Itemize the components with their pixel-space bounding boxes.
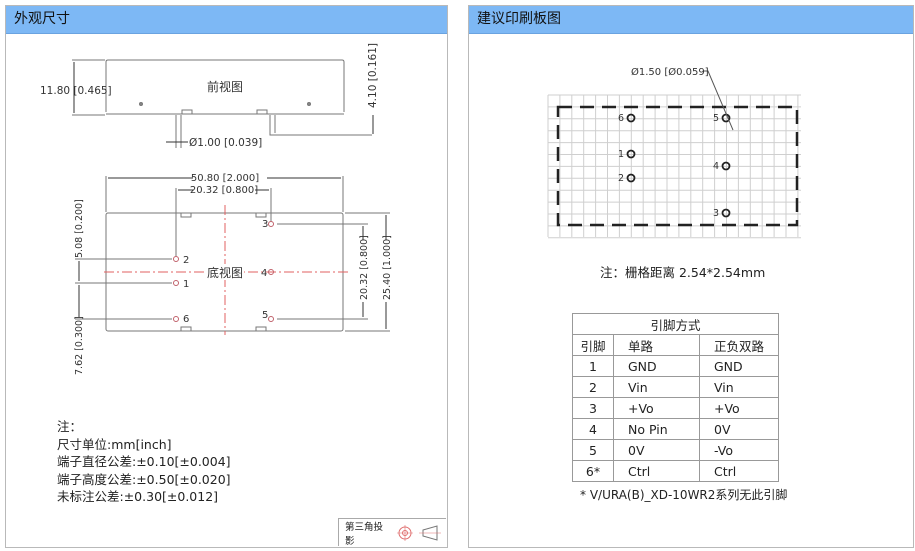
note-line: 未标注公差:±0.30[±0.012] — [57, 489, 219, 504]
pin-label: 5 — [262, 310, 268, 321]
pin-spacing-dimension: 20.32 [0.800] — [190, 185, 258, 196]
front-view: 11.80 [0.465] 前视图 4.10 [0.161] Ø1.00 [0.… — [40, 43, 379, 149]
note-line: 端子高度公差:±0.50[±0.020] — [57, 471, 231, 487]
header-cell: 正负双路 — [699, 334, 779, 356]
projection-box: 第三角投影 — [338, 518, 446, 547]
right-dimension-inner: 20.32 [0.800] — [359, 235, 370, 300]
table-cell: 3 — [572, 397, 614, 419]
outline-dashed — [556, 105, 799, 227]
pcb-pin-label: 6 — [618, 113, 624, 124]
pin-diameter-dimension: Ø1.00 [0.039] — [189, 137, 262, 149]
table-cell: 0V — [613, 439, 700, 461]
panel-title: 建议印刷板图 — [469, 6, 913, 34]
table-cell: No Pin — [613, 418, 700, 440]
pin-markers — [173, 221, 274, 322]
right-dimension-outer: 25.40 [1.000] — [382, 235, 393, 300]
table-cell: 1 — [572, 355, 614, 377]
pcb-pin-label: 5 — [713, 113, 719, 124]
table-cell: -Vo — [699, 439, 779, 461]
pin-label: 2 — [183, 255, 189, 266]
table-header: 引脚 单路 正负双路 — [572, 334, 779, 356]
pin-label: 1 — [183, 279, 189, 290]
pcb-pin-label: 1 — [618, 149, 624, 160]
pcb-grid — [547, 94, 801, 239]
table-cell: +Vo — [699, 397, 779, 419]
note-line: 端子直径公差:±0.10[±0.004] — [57, 454, 231, 469]
front-view-label: 前视图 — [207, 79, 243, 94]
table-cell: Ctrl — [613, 460, 700, 482]
panel-title: 外观尺寸 — [6, 6, 447, 34]
left-dimension-bottom: 7.62 [0.300] — [74, 316, 85, 375]
table-row: 3+Vo+Vo — [572, 397, 779, 419]
table-cell: 0V — [699, 418, 779, 440]
width-dimension: 50.80 [2.000] — [191, 173, 259, 184]
header-cell: 单路 — [613, 334, 700, 356]
table-cell: 5 — [572, 439, 614, 461]
footnote: * V/URA(B)_XD-10WR2系列无此引脚 — [580, 488, 788, 502]
table-cell: Ctrl — [699, 460, 779, 482]
table-cell: +Vo — [613, 397, 700, 419]
notes: 注： 尺寸单位:mm[inch] 端子直径公差:±0.10[±0.004] 端子… — [57, 418, 231, 506]
table-cell: Vin — [613, 376, 700, 398]
projection-label: 第三角投影 — [345, 521, 384, 547]
pcb-pin-label: 3 — [713, 208, 719, 219]
header-cell: 引脚 — [572, 334, 614, 356]
pin-label: 4 — [261, 268, 267, 279]
height-dimension: 11.80 [0.465] — [40, 85, 112, 97]
table-cell: 6* — [572, 460, 614, 482]
pcb-pin-label: 4 — [713, 161, 719, 172]
note-line: 注： — [57, 419, 83, 434]
bottom-view: 50.80 [2.000] 20.32 [0.800] 5.08 [0.200]… — [74, 172, 393, 375]
pin-label: 3 — [262, 219, 268, 230]
pin-label: 6 — [183, 314, 189, 325]
table-cell: 4 — [572, 418, 614, 440]
table-cell: 2 — [572, 376, 614, 398]
pcb-pin-label: 2 — [618, 173, 624, 184]
grid-note: 注：栅格距离 2.54*2.54mm — [600, 265, 766, 280]
hole-diameter-dimension: Ø1.50 [Ø0.059] — [631, 66, 709, 78]
table-cell: GND — [613, 355, 700, 377]
pin-height-dimension: 4.10 [0.161] — [367, 43, 379, 108]
table-cell: GND — [699, 355, 779, 377]
table-cell: Vin — [699, 376, 779, 398]
bottom-view-label: 底视图 — [207, 265, 243, 280]
third-angle-projection-icon — [396, 524, 441, 541]
table-title: 引脚方式 — [572, 313, 779, 335]
note-line: 尺寸单位:mm[inch] — [57, 436, 172, 452]
left-dimension-top: 5.08 [0.200] — [74, 199, 85, 258]
